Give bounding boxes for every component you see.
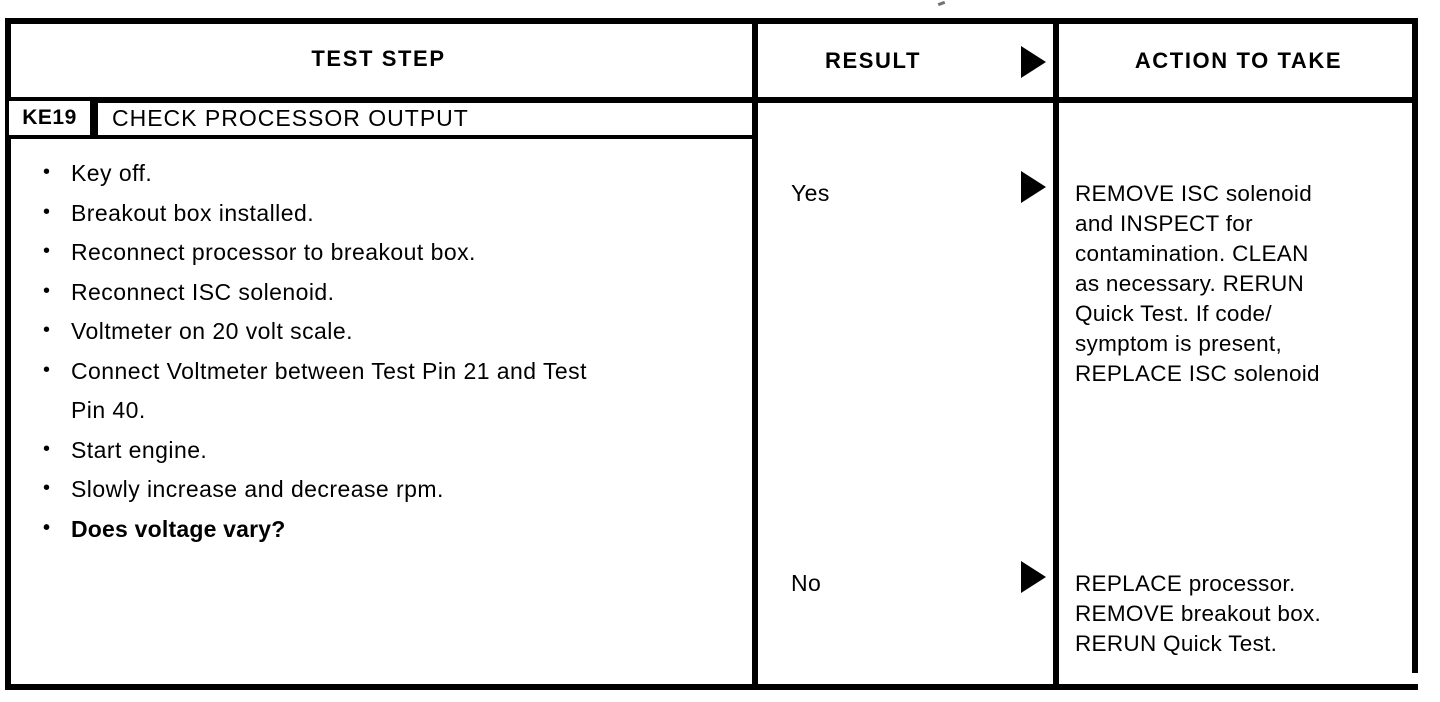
right-triangle-arrow-icon — [1021, 46, 1046, 78]
action-text-no: REPLACE processor. REMOVE breakout box. … — [1075, 571, 1322, 656]
right-triangle-arrow-icon — [1021, 171, 1046, 203]
scan-artifact-speckle — [937, 0, 946, 7]
column-divider-result-action — [1053, 18, 1059, 690]
list-item: Does voltage vary? — [39, 509, 739, 550]
step-identifier-row: KE19 CHECK PROCESSOR OUTPUT — [5, 97, 752, 139]
table-border-right — [1412, 18, 1418, 673]
list-item: Reconnect ISC solenoid. — [39, 272, 739, 313]
column-header-test-step: TEST STEP — [311, 46, 446, 71]
step-title-box: CHECK PROCESSOR OUTPUT — [94, 97, 752, 139]
table-border-top — [5, 18, 1418, 24]
column-header-result: RESULT — [825, 48, 921, 73]
action-text-yes: REMOVE ISC solenoid and INSPECT for cont… — [1075, 181, 1320, 386]
list-item: Connect Voltmeter between Test Pin 21 an… — [39, 351, 739, 431]
list-item: Voltmeter on 20 volt scale. — [39, 311, 739, 352]
list-item: Slowly increase and decrease rpm. — [39, 469, 739, 510]
table-border-left — [5, 18, 11, 690]
result-value-yes: Yes — [791, 180, 830, 206]
right-triangle-arrow-icon — [1021, 561, 1046, 593]
step-id-box: KE19 — [5, 97, 94, 139]
list-item: Key off. — [39, 153, 739, 194]
test-step-instruction-list: Key off.Breakout box installed.Reconnect… — [39, 153, 739, 550]
test-step-table: TEST STEP RESULT ACTION TO TAKE KE19 CHE… — [5, 18, 1418, 690]
step-id-label: KE19 — [22, 106, 77, 129]
result-value-no: No — [791, 570, 822, 596]
column-header-action-to-take: ACTION TO TAKE — [1134, 48, 1343, 73]
step-title-label: CHECK PROCESSOR OUTPUT — [112, 104, 469, 131]
table-border-bottom — [5, 684, 1418, 690]
list-item: Breakout box installed. — [39, 193, 739, 234]
column-divider-test-step-result — [752, 18, 758, 690]
list-item: Reconnect processor to breakout box. — [39, 232, 739, 273]
list-item: Start engine. — [39, 430, 739, 471]
